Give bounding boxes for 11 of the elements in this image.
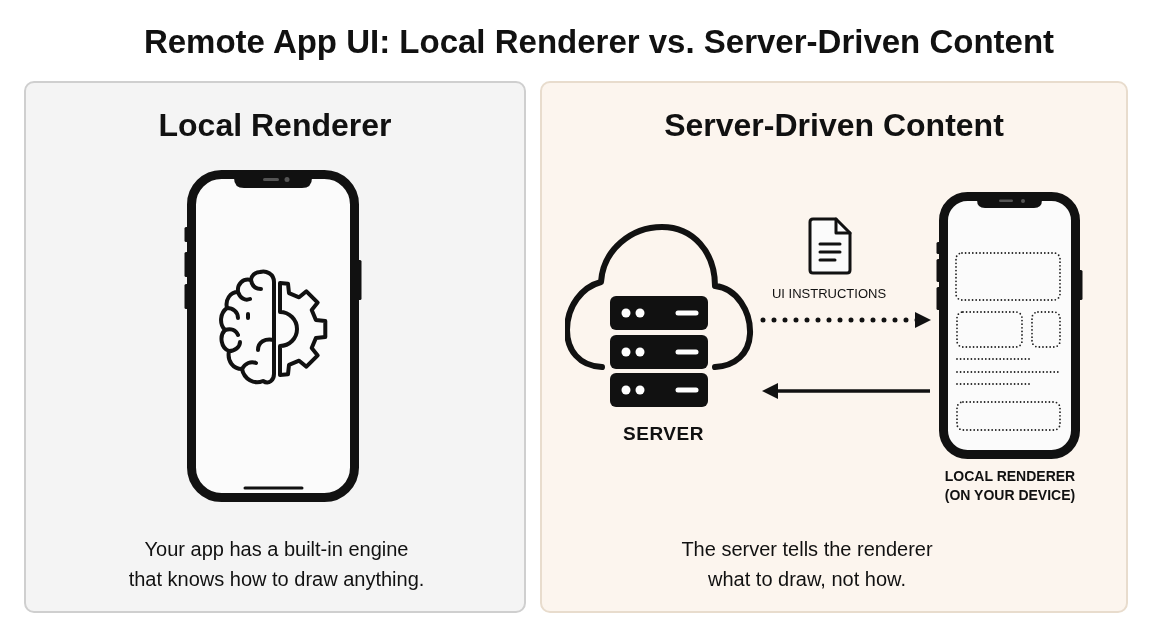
node-label: SERVER — [623, 422, 704, 446]
panel-caption: Your app has a built-in engine that knows how to draw anything. — [127, 537, 426, 592]
panel-caption: The server tells the renderer what to draw, not how. — [680, 537, 934, 592]
arrow — [762, 383, 930, 399]
panel — [540, 81, 1128, 613]
arrow — [760, 312, 931, 328]
panel-heading: Local Renderer — [158, 107, 392, 143]
diagram-title: Remote App UI: Local Renderer vs. Server-Driven Content — [143, 23, 1055, 60]
panel — [24, 81, 526, 613]
node-label: LOCAL RENDERER (ON YOUR DEVICE) — [943, 467, 1077, 505]
panel-heading: Server-Driven Content — [664, 107, 1004, 143]
